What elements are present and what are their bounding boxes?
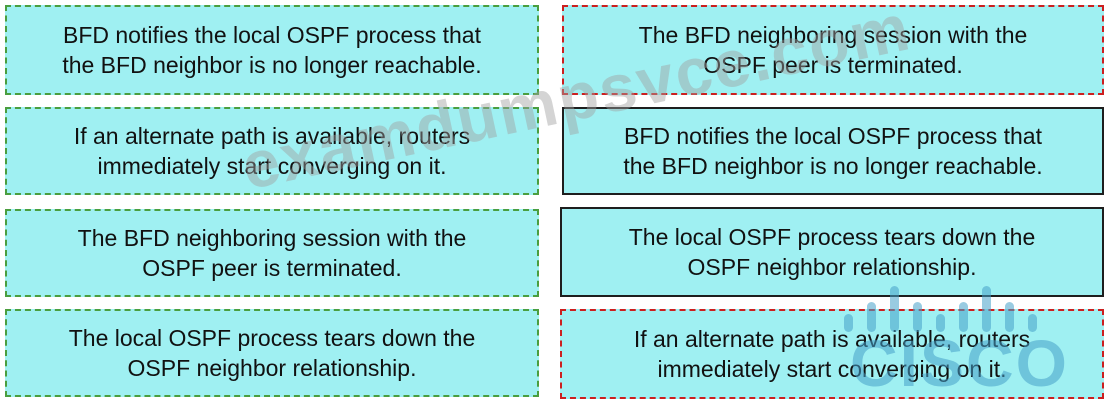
- source-card-3-text: The BFD neighboring session with the OSP…: [77, 225, 467, 281]
- target-card-4[interactable]: If an alternate path is available, route…: [560, 309, 1104, 399]
- source-card-3[interactable]: The BFD neighboring session with the OSP…: [5, 209, 539, 297]
- target-card-1-text: The BFD neighboring session with the OSP…: [638, 22, 1028, 78]
- source-card-2[interactable]: If an alternate path is available, route…: [5, 107, 539, 195]
- source-card-4[interactable]: The local OSPF process tears down the OS…: [5, 309, 539, 397]
- source-card-1[interactable]: BFD notifies the local OSPF process that…: [5, 5, 539, 95]
- source-card-4-text: The local OSPF process tears down the OS…: [68, 325, 476, 381]
- target-card-1[interactable]: The BFD neighboring session with the OSP…: [562, 5, 1104, 95]
- target-card-4-text: If an alternate path is available, route…: [633, 326, 1031, 382]
- source-card-1-text: BFD notifies the local OSPF process that…: [62, 22, 482, 78]
- source-card-2-text: If an alternate path is available, route…: [73, 123, 471, 179]
- target-card-2[interactable]: BFD notifies the local OSPF process that…: [562, 107, 1104, 195]
- target-card-3[interactable]: The local OSPF process tears down the OS…: [560, 207, 1104, 297]
- target-card-3-text: The local OSPF process tears down the OS…: [628, 224, 1036, 280]
- target-card-2-text: BFD notifies the local OSPF process that…: [623, 123, 1043, 179]
